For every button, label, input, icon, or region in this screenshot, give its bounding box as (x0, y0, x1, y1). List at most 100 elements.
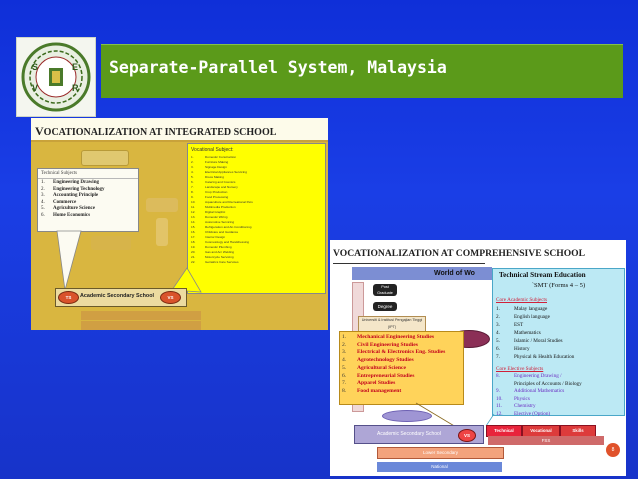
core-academic-item-label: Malay language (514, 306, 548, 312)
engineering-subject-item-number: 8. (342, 387, 347, 394)
engineering-subject-item-label: Mechanical Engineering Studies (357, 334, 435, 340)
stream-title: Technical Stream Education (499, 271, 586, 279)
vocational-subject-item-number: 21. (191, 254, 196, 259)
vocational-subject-item-number: 20. (191, 249, 196, 254)
core-elective-item-number: 8. (496, 373, 500, 379)
vocational-subject-item-number: 10. (191, 199, 196, 204)
technical-subject-item-number: 6. (41, 212, 45, 218)
lower-secondary-bar: Lower Secondary (377, 447, 504, 459)
slide-title: Separate-Parallel System, Malaysia (109, 58, 447, 77)
comprehensive-school-bar: Academic Secondary School VS (354, 425, 484, 444)
school-label: Academic Secondary School (80, 293, 154, 299)
core-academic-item: 1.Malay language (496, 305, 574, 313)
vocational-subject-item: 20.Gas and Arc Welding (191, 250, 322, 255)
vocational-subject-item-number: 7. (191, 184, 194, 189)
core-academic-item-number: 7. (496, 354, 500, 360)
engineering-subject-item: 5.Agricultural Science (342, 365, 461, 373)
technical-subject-item-label: Agriculture Science (53, 206, 95, 212)
core-academic-item-label: EST (514, 322, 524, 328)
technical-subject-item-label: Engineering Technology (53, 186, 105, 192)
vocational-subject-item: 12. Digital Graphic (191, 210, 322, 215)
vocational-subject-item: 13.Domestic Wiring (191, 215, 322, 220)
comprehensive-school-label: Academic Secondary School (377, 431, 441, 437)
ghost-degree-box (91, 236, 131, 250)
vocational-subject-item: 16.Childcare and Guidance (191, 230, 322, 235)
core-elective-item-label: Elective (Option) (514, 410, 551, 417)
core-elective-item: 9.Additional Mathematics (496, 388, 582, 396)
engineering-subject-item: 8.Food management (342, 388, 461, 396)
engineering-subject-item-number: 2. (342, 341, 347, 348)
technical-subject-item: 4. Commerce (41, 200, 135, 207)
vocational-subject-item-label: Cosmetology and Handdressing (205, 239, 250, 244)
vocational-subject-item-label: Interior Design (205, 234, 226, 239)
core-elective-item-number: 12. (496, 410, 503, 417)
vocational-subject-item-number: 4. (191, 169, 194, 174)
vocational-subject-item: 10. Aquaculture and Recreational Pets (191, 200, 322, 205)
vs-badge: VS (458, 429, 476, 442)
core-academic-item-label: History (514, 346, 530, 352)
vocational-subject-item-number: 8. (191, 189, 194, 194)
core-academic-item-label: English language (514, 314, 550, 320)
vocational-subject-item-number: 12. (191, 209, 196, 214)
vocational-subject-item-number: 17. (191, 234, 196, 239)
header-divider (31, 140, 328, 142)
university-box: Universiti & Institusi Pengajian Tinggi … (358, 316, 426, 332)
vocational-subject-item-number: 15. (191, 224, 196, 229)
core-elective-item: 11.Chemistry (496, 403, 582, 411)
vocational-subject-item-label: Domestic Plumbing (205, 244, 232, 249)
engineering-subject-item-number: 6. (342, 372, 347, 379)
vocational-subject-item-label: Crop Production (205, 189, 228, 194)
vocational-subject-item-number: 5. (191, 174, 194, 179)
ipt-ellipse (382, 410, 432, 422)
technical-subject-item: 5.Agriculture Science (41, 206, 135, 213)
core-elective-item: Principles of Accounts / Biology (496, 381, 582, 389)
core-elective-item-label: Chemistry (514, 403, 536, 410)
stream-vocational: Vocational (522, 425, 560, 437)
ts-oval: TS (58, 291, 79, 304)
vocational-subject-item-number: 13. (191, 214, 196, 219)
core-elective-item-number: 10. (496, 395, 503, 402)
vocational-subject-item-number: 1. (191, 155, 194, 159)
technical-subject-item-number: 4. (41, 199, 45, 205)
vocational-subject-item-number: 2. (191, 159, 194, 164)
vocational-subject-item-number: 19. (191, 244, 196, 249)
core-elective-item-label: Engineering Drawing / (514, 373, 562, 379)
title-bar: Separate-Parallel System, Malaysia (101, 44, 623, 98)
academic-secondary-school-bar: TS Academic Secondary School VS (55, 288, 187, 307)
core-academic-item-label: Islamic / Moral Studies (514, 338, 563, 344)
engineering-subject-item: 3.Electrical & Electronics Eng. Studies (342, 349, 461, 357)
engineering-subject-item-number: 5. (342, 364, 347, 371)
world-of-work-label: World of Wo (434, 270, 475, 277)
vocational-subject-item: 4. Electrical Appliances Servicing (191, 170, 322, 175)
vocational-subject-item-number: 11. (191, 204, 196, 209)
engineering-subject-item: 2.Civil Engineering Studies (342, 342, 461, 350)
technical-subject-item-number: 1. (41, 180, 45, 185)
vocational-subject-item-label: Aquaculture and Recreational Pets (205, 199, 253, 204)
technical-subject-item-label: Home Economics (53, 212, 91, 218)
vocational-subject-item-label: Electrical Appliances Servicing (205, 169, 247, 174)
engineering-subject-item-number: 7. (342, 380, 347, 387)
engineering-subject-item: 4.Agrotechnology Studies (342, 357, 461, 365)
ghost-arrow (156, 218, 168, 246)
technical-subjects-heading: Technical Subjects (38, 169, 138, 179)
core-academic-item-number: 6. (496, 346, 500, 352)
technical-subject-item-label: Accounting Principle (53, 193, 99, 199)
vocational-subject-item-label: Digital Graphic (205, 209, 226, 214)
vocational-subject-item: 7.Landscape and Nursery (191, 185, 322, 190)
degree-pill: Degree (373, 302, 397, 311)
core-elective-list: 8. Engineering Drawing / Principles of Acc… (496, 373, 582, 419)
technical-subject-item: 2.Engineering Technology (41, 187, 135, 194)
vocational-subject-item: 9.Food Processing (191, 195, 322, 200)
vocational-subject-item-number: 16. (191, 229, 196, 234)
vocational-subject-item: 1.Domestic Construction (191, 155, 322, 160)
technical-subject-item-label: Commerce (53, 199, 77, 205)
vocational-subject-item-number: 6. (191, 179, 194, 184)
vocational-subject-item-label: Catering and Cosmics (205, 179, 236, 184)
integrated-school-figure: VOCATIONALIZATION AT INTEGRATED SCHOOL T… (31, 118, 328, 330)
core-academic-item: 6. History (496, 345, 574, 353)
svg-text:S: S (32, 62, 38, 72)
vocational-subject-item-label: Food Processing (205, 194, 229, 199)
core-academic-item: 5.Islamic / Moral Studies (496, 337, 574, 345)
vocational-subject-item-number: 18. (191, 239, 196, 244)
